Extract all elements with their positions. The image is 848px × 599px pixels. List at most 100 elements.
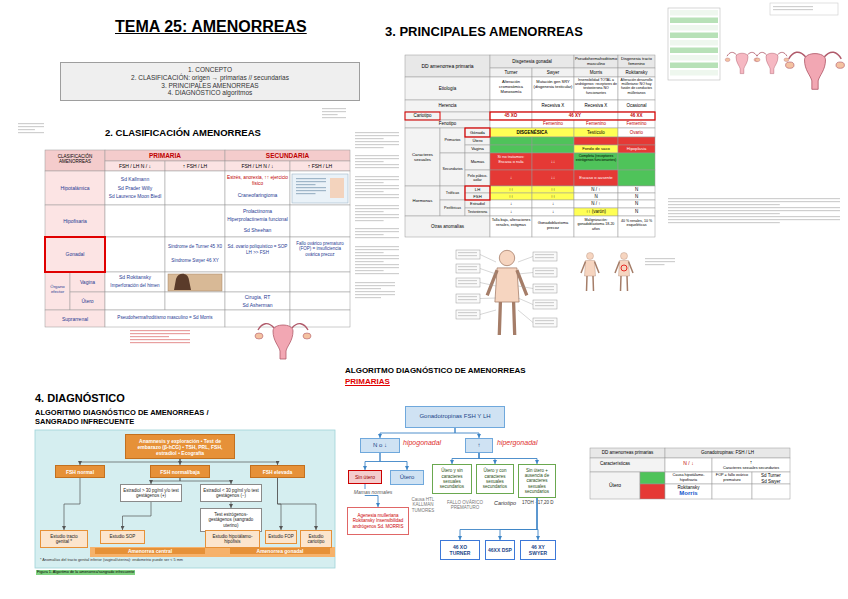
text-label: Prolactinoma <box>226 208 289 214</box>
table-cell <box>712 484 752 499</box>
callout-box <box>456 250 480 259</box>
text-label: N <box>618 194 655 199</box>
microtext-line <box>668 219 840 220</box>
table-cell <box>665 458 712 472</box>
text-label: Recesiva X <box>532 103 574 108</box>
microtext-line <box>355 147 384 148</box>
table-cell <box>590 458 665 472</box>
table-cell <box>490 186 532 193</box>
table-cell <box>618 55 655 68</box>
microtext-line <box>296 184 316 185</box>
text-label: PRIMARIAS <box>345 377 445 387</box>
microtext-line <box>355 249 399 250</box>
text-label: Femenino <box>532 121 574 126</box>
table-cell <box>618 120 655 128</box>
text-label: Secundarios <box>441 167 464 171</box>
microtext-line <box>355 182 384 183</box>
connector <box>365 453 380 470</box>
microtext-line <box>355 282 395 283</box>
process-box: Gonadotropinas FSH Y LH <box>405 406 505 428</box>
box-text: Anamnesis y exploración • Test de embara… <box>128 438 232 456</box>
text-label: ↑↑ <box>532 194 574 199</box>
text-label: Sd Prader Willy <box>105 185 165 191</box>
microtext-line <box>355 237 399 238</box>
table-cell <box>490 55 574 68</box>
uterus-body <box>766 53 778 73</box>
box-text: Útero y con caracteres sexuales secundar… <box>479 468 511 490</box>
table-cell <box>225 310 290 327</box>
highlight-frame <box>490 112 655 120</box>
microtext-line <box>458 269 477 270</box>
text-label: N / ↑ <box>574 187 618 192</box>
microtext-line <box>355 205 399 206</box>
text-label: Hipofisaria <box>45 218 105 224</box>
box-text: Test estrógenos-gestágenos (sangrado ute… <box>203 512 259 528</box>
callout-box <box>533 268 557 277</box>
text-label: Escaso o ausente <box>574 175 618 180</box>
connector <box>452 453 479 464</box>
highlight-frame <box>405 112 440 120</box>
text-label: Estradiol <box>466 202 489 207</box>
microtext-line <box>355 188 399 189</box>
text-label: Talla baja, alteraciones renales, estigm… <box>491 218 531 227</box>
process-box: FSH normal <box>55 465 105 478</box>
microtext-line <box>458 255 477 256</box>
table-cell <box>405 186 440 216</box>
text-label: Craneofaringioma <box>226 192 289 198</box>
table-cell <box>618 128 655 137</box>
text-label: Pelo púbico-axilar <box>466 174 489 183</box>
table-cell <box>590 448 665 458</box>
table-cell <box>105 171 165 205</box>
text-label: Primarios <box>441 138 464 143</box>
microtext-line <box>458 312 477 313</box>
table-cell <box>105 150 225 161</box>
microtext-line <box>355 288 381 289</box>
table-cell <box>532 193 574 200</box>
table-cell <box>574 68 618 77</box>
text-label: Rokitansky <box>665 485 712 490</box>
microtext-line <box>355 220 384 221</box>
table-cell <box>532 77 574 100</box>
table-cell <box>465 200 490 208</box>
process-box: ↑ <box>465 438 493 453</box>
microtext-line <box>355 211 384 212</box>
text-label: Cirugía, RT <box>226 294 289 300</box>
microtext-line <box>355 179 399 180</box>
text-label: Insensibilidad TOTAL a andrógenos: recep… <box>575 78 617 95</box>
text-label: 46 XY <box>532 113 618 118</box>
text-label: N <box>618 187 655 192</box>
callout-box <box>456 278 480 287</box>
text-label: Completa (receptores estrógenos funciona… <box>575 154 617 163</box>
microtext-line <box>773 6 813 7</box>
table-cell <box>532 170 574 186</box>
highlight-frame <box>45 237 105 272</box>
table-cell <box>465 193 490 200</box>
text-label: Sd Kallmann <box>105 176 165 182</box>
text-label: Hiperprolactinemia funcional <box>226 217 289 223</box>
table-cell <box>105 205 165 237</box>
table-cell <box>165 237 225 272</box>
table-cell <box>574 153 618 170</box>
table-cell <box>574 137 618 145</box>
text-label: Mamas normales <box>348 489 398 495</box>
tube <box>789 52 806 59</box>
microtext-line <box>668 216 840 217</box>
text-label: Pseudohermafroditismo masculino <box>574 57 618 67</box>
leader-line <box>480 310 496 315</box>
table-cell <box>490 77 532 100</box>
box-text: Estudio SOP <box>103 534 142 539</box>
box-text: FSH normal/baja <box>153 469 207 475</box>
panel <box>35 430 335 568</box>
body-figure <box>487 250 527 335</box>
microtext-line <box>296 190 326 191</box>
text-label: Causa hipotálamo-hipofisaria <box>665 473 712 482</box>
table-cell <box>618 112 655 120</box>
table-cell <box>490 68 532 77</box>
table-cell <box>465 170 490 186</box>
text-label: Útero <box>70 298 105 304</box>
microtext-line <box>355 246 399 247</box>
table-cell <box>105 272 165 292</box>
drawing <box>587 253 594 260</box>
microtext-line <box>355 164 399 165</box>
microtext-line <box>296 181 326 182</box>
